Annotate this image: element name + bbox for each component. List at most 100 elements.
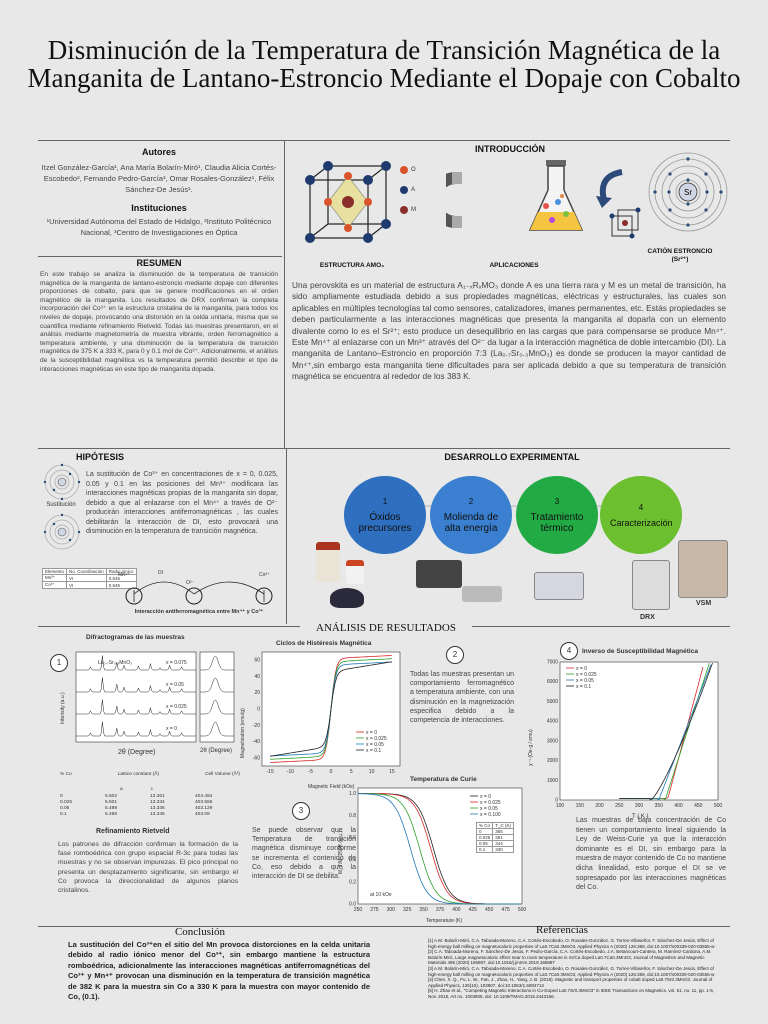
step-1-oxidos: 1 Óxidos precursores xyxy=(344,476,426,554)
sus-xtick: 450 xyxy=(694,803,703,809)
curie-xtick: 500 xyxy=(518,907,527,913)
resumen-heading: RESUMEN xyxy=(136,258,182,268)
hyst-ytick: -60 xyxy=(253,755,260,761)
curie-annotation: at 10 kOe xyxy=(370,892,392,898)
drx-badge: 1 xyxy=(50,654,68,672)
sr-label: Sr xyxy=(684,188,692,197)
vials-image xyxy=(462,586,502,602)
intro-label-sr: CATIÓN ESTRONCIO (Sr²⁺) xyxy=(647,248,713,263)
flask-icon xyxy=(528,160,584,231)
suscep-title: Inverso de Susceptibilidad Magnética xyxy=(582,648,698,655)
hyst-xtick: -10 xyxy=(287,769,294,775)
hipotesis-text: La sustitución de Co³⁺ en concentracione… xyxy=(86,471,278,535)
hyst-xtick: 15 xyxy=(389,769,395,775)
lattice-header: Lattice constant (Å) xyxy=(117,772,160,777)
legend-a: A xyxy=(411,187,416,193)
intro-heading: INTRODUCCIÓN xyxy=(475,144,545,154)
diag-label-di: DI xyxy=(158,570,163,576)
poster-title: Disminución de la Temperatura de Transic… xyxy=(27,35,741,93)
legend-o: O xyxy=(411,167,416,173)
furnace-image xyxy=(534,572,584,600)
sus-ytick: 7000 xyxy=(547,660,558,666)
sus-xtick: 200 xyxy=(595,803,604,809)
sus-ytick: 1000 xyxy=(547,778,558,784)
legend-label: x = 0.025 xyxy=(366,736,387,742)
hyst-ytick: 20 xyxy=(254,690,260,696)
drx-chart: Intensity (a.u.) 2θ (Degree) 2θ (Degree)… xyxy=(60,651,235,756)
desarrollo-heading: DESARROLLO EXPERIMENTAL xyxy=(444,452,580,462)
diag-label-co: Co³⁺ xyxy=(259,572,270,578)
atom-legend: O A M xyxy=(400,166,428,214)
curie-xtick: 250 xyxy=(354,907,363,913)
text2-badge: 2 xyxy=(446,646,464,664)
intro-label-apps: APLICACIONES xyxy=(489,262,539,269)
reference-item: [4] Chen, X. Q., Fu, L. W., Fan, J., Zha… xyxy=(428,977,713,988)
magnet-icon xyxy=(446,172,462,228)
legend-label: x = 0.025 xyxy=(576,672,597,678)
curie-ytick: 1.0 xyxy=(349,791,356,797)
drx-label: DRX xyxy=(640,614,655,621)
authors-section: Autores Itzel González-García¹, Ana Marí… xyxy=(40,144,278,254)
antiferro-diagram: Mn⁴⁺ O²⁻ Co³⁺ DI xyxy=(118,570,273,605)
hyst-xtick: 10 xyxy=(369,769,375,775)
perovskite-structure-icon xyxy=(305,161,391,243)
sus-xtick: 250 xyxy=(615,803,624,809)
analisis-heading: ANÁLISIS DE RESULTADOS xyxy=(300,622,472,634)
hyst-xtick: -15 xyxy=(267,769,274,775)
curie-xtick: 400 xyxy=(452,907,461,913)
hyst-ytick: -40 xyxy=(253,739,260,745)
sus-ytick: 3000 xyxy=(547,738,558,744)
reference-item: [1] A.M. Bolarín-Miró, C.A. Taboada-More… xyxy=(428,938,715,949)
hyst-xtick: 5 xyxy=(350,769,353,775)
curie-xtick: 375 xyxy=(436,907,445,913)
authors-text: Itzel González-García¹, Ana María Bolarí… xyxy=(41,163,277,194)
sus-ylabel: χ⁻¹ (Oe·g / emu) xyxy=(528,729,534,766)
drx-curve-label: x = 0.025 xyxy=(166,704,187,710)
referencias-list: [1] A.M. Bolarín-Miró, C.A. Taboada-More… xyxy=(428,938,724,1000)
sustitucion-label: Sustitución xyxy=(46,502,76,508)
drx-pattern-line xyxy=(76,721,196,737)
drx-pattern-line xyxy=(76,655,196,671)
precursor-bottle-image xyxy=(316,542,340,582)
legend-label: x = 0.05 xyxy=(576,678,594,684)
powder-image xyxy=(330,588,364,608)
legend-label: x = 0 xyxy=(366,730,377,736)
curie-ylabel: M_T/M_250K (a.u.) xyxy=(338,831,344,874)
intro-section: INTRODUCCIÓN xyxy=(290,144,730,444)
curie-xtick: 300 xyxy=(387,907,396,913)
lattice-table: % Co Lattice constant (Å) Cell Volume (Å… xyxy=(60,772,240,817)
lattice-header: Cell Volume (Å³) xyxy=(205,772,240,777)
sus-xtick: 500 xyxy=(714,803,723,809)
hipotesis-section: HIPÓTESIS xyxy=(40,452,284,622)
referencias-heading: Referencias xyxy=(536,924,588,936)
step-4-caracterizacion: 4 Caracterización xyxy=(600,476,682,554)
legend-label: x = 0.1 xyxy=(576,684,591,690)
hyst-ytick: 0 xyxy=(257,707,260,713)
step-3-tratamiento: 3 Tratamiento térmico xyxy=(516,476,598,554)
drx-zoom-line xyxy=(200,655,234,671)
precursor-jar-image xyxy=(346,560,364,584)
sus-xtick: 150 xyxy=(576,803,585,809)
curie-ytick: 0.4 xyxy=(349,857,356,863)
histeresis-title: Ciclos de Histéresis Magnética xyxy=(276,640,372,647)
suscep-badge: 4 xyxy=(560,642,578,660)
reference-item: [5] H. Zhao et al., "Competing Magnetic … xyxy=(428,988,715,999)
drx-xlabel2: 2θ (Degree) xyxy=(200,748,232,754)
small-cube-icon xyxy=(609,207,641,239)
legend-label: x = 0.100 xyxy=(480,812,501,818)
sus-ytick: 6000 xyxy=(547,679,558,685)
table-header: No. Coordinación xyxy=(66,568,107,575)
sus-xtick: 100 xyxy=(556,803,565,809)
curie-xtick: 425 xyxy=(469,907,478,913)
drx-pattern-line xyxy=(76,699,196,715)
legend-label: x = 0.025 xyxy=(480,800,501,806)
hyst-ytick: 40 xyxy=(254,674,260,680)
hyst-xtick: -5 xyxy=(308,769,313,775)
curie-ytick: 0.2 xyxy=(349,879,356,885)
vsm-image xyxy=(678,540,728,598)
drx-curve-label: x = 0.075 xyxy=(166,660,187,666)
